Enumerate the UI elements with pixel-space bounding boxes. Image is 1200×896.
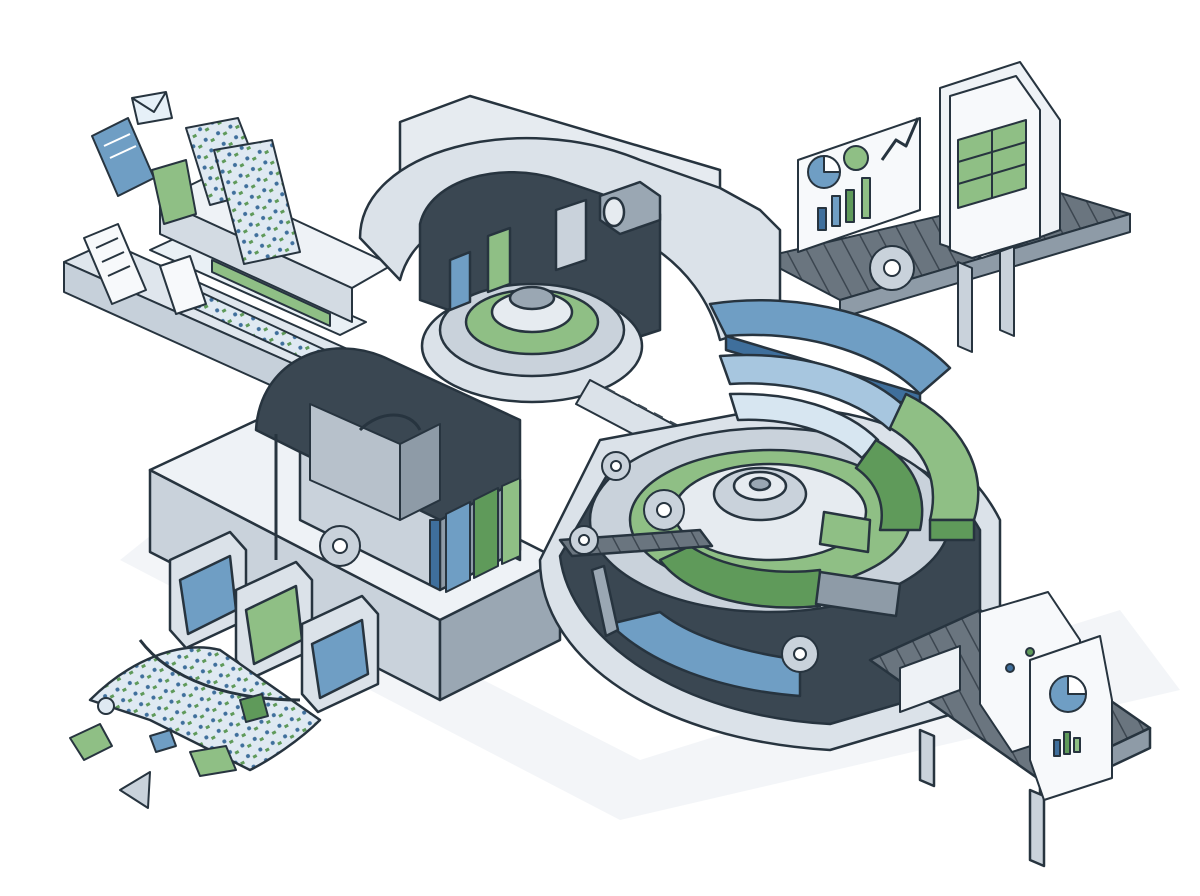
funnel-3 bbox=[300, 594, 380, 714]
top-sorting-drum bbox=[418, 171, 662, 404]
bar-chart-icon bbox=[1053, 731, 1081, 757]
report-documents-top-right bbox=[797, 61, 1061, 259]
hub-gears bbox=[569, 451, 819, 673]
envelope-icon bbox=[131, 91, 173, 125]
left-interior-machinery bbox=[274, 403, 521, 593]
sorted-arc-bins bbox=[708, 298, 980, 618]
gear-icon bbox=[781, 635, 819, 673]
funnel-1 bbox=[168, 530, 248, 650]
gear-icon bbox=[869, 245, 915, 291]
data-stream-top-left bbox=[83, 91, 301, 315]
raw-data-scraps bbox=[69, 693, 269, 809]
pie-chart-icon bbox=[1049, 675, 1087, 713]
document-icon bbox=[91, 117, 155, 197]
trend-arrow-icon bbox=[880, 117, 920, 161]
camera-sensor bbox=[598, 180, 662, 236]
input-funnels-bottom-left bbox=[88, 530, 380, 772]
pie-chart-icon bbox=[807, 145, 869, 189]
document-icon bbox=[83, 223, 147, 305]
gear-icon bbox=[643, 489, 685, 531]
gear-icon bbox=[319, 525, 361, 567]
report-documents-bottom-right bbox=[899, 591, 1113, 801]
ground-shadow bbox=[120, 520, 1180, 820]
gear-icon bbox=[601, 451, 631, 481]
spreadsheet-icon bbox=[957, 119, 1027, 209]
gear-icon bbox=[569, 525, 599, 555]
bar-chart-icon bbox=[817, 177, 871, 231]
